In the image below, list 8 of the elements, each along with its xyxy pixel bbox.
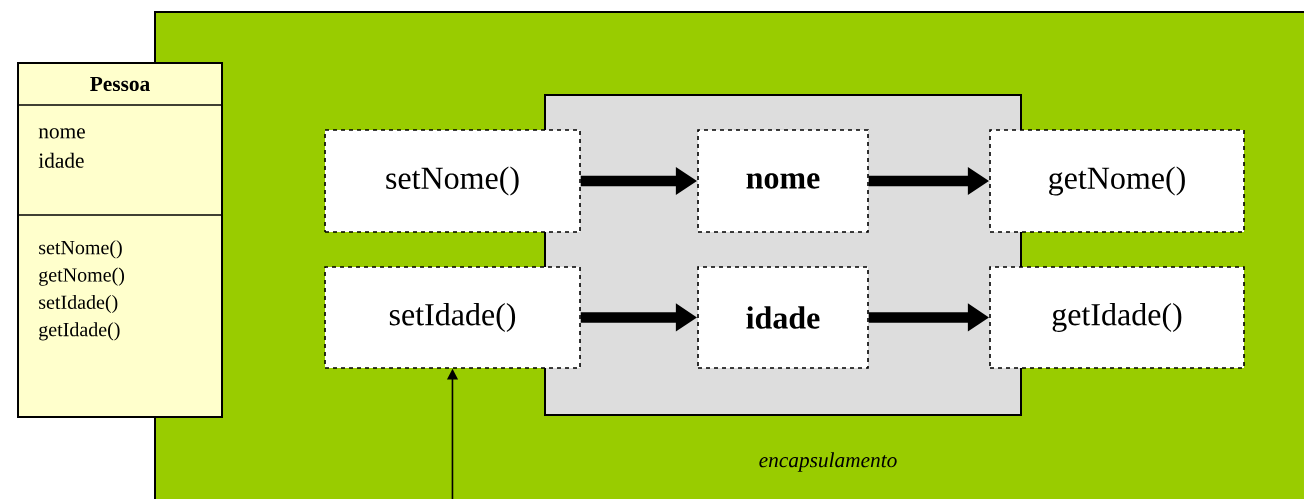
method-box: getNome() [989, 129, 1245, 233]
method-box: idade [697, 266, 869, 369]
method-box: setIdade() [324, 266, 581, 369]
method-box: setNome() [324, 129, 581, 233]
caption-text: encapsulamento [759, 452, 897, 472]
method-box: getIdade() [989, 266, 1245, 369]
class-box: Pessoa nome idade setNome() getNome() setIdade() getIdade() [17, 62, 223, 418]
method-box: nome [697, 129, 869, 233]
